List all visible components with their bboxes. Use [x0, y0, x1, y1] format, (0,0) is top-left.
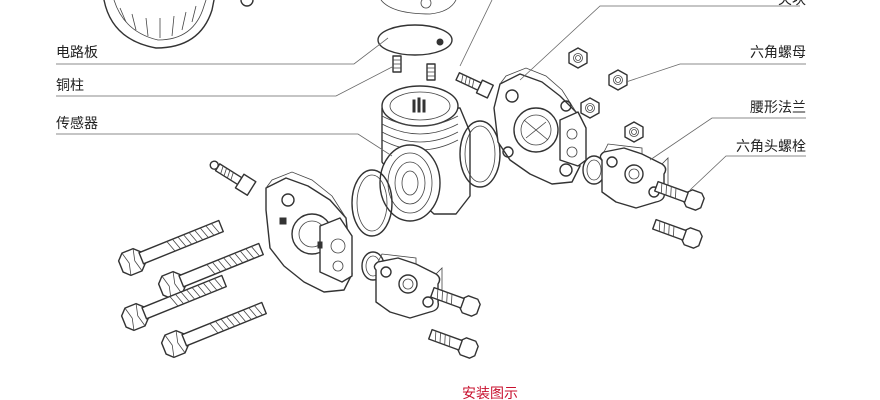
- label-clamp: 夹块: [778, 0, 806, 8]
- right-clamp-part: [493, 67, 587, 185]
- label-copper-post: 铜柱: [56, 78, 84, 94]
- circuit-board-part: [377, 0, 457, 56]
- left-clamp-part: [265, 171, 353, 293]
- label-waist-flange: 腰形法兰: [750, 100, 806, 116]
- leader-lines: [56, 0, 806, 191]
- sensor-part: [379, 85, 471, 222]
- copper-post-part: [392, 55, 436, 81]
- label-hex-nut: 六角螺母: [750, 45, 806, 61]
- waist-flange-left: [373, 253, 443, 319]
- left-vent-screw-part: [209, 160, 257, 196]
- label-sensor: 传感器: [56, 116, 98, 132]
- o-ring-parts: [351, 120, 606, 281]
- label-circuit-board: 电路板: [56, 45, 98, 61]
- housing-part: [103, 0, 254, 49]
- figure-caption: 安装图示: [462, 386, 518, 400]
- long-bolt-parts: [115, 214, 270, 361]
- label-hex-bolt: 六角头螺栓: [736, 139, 806, 155]
- waist-flange-right: [599, 143, 669, 209]
- short-bolt-parts: [426, 177, 707, 361]
- right-vent-screw-part: [455, 72, 494, 99]
